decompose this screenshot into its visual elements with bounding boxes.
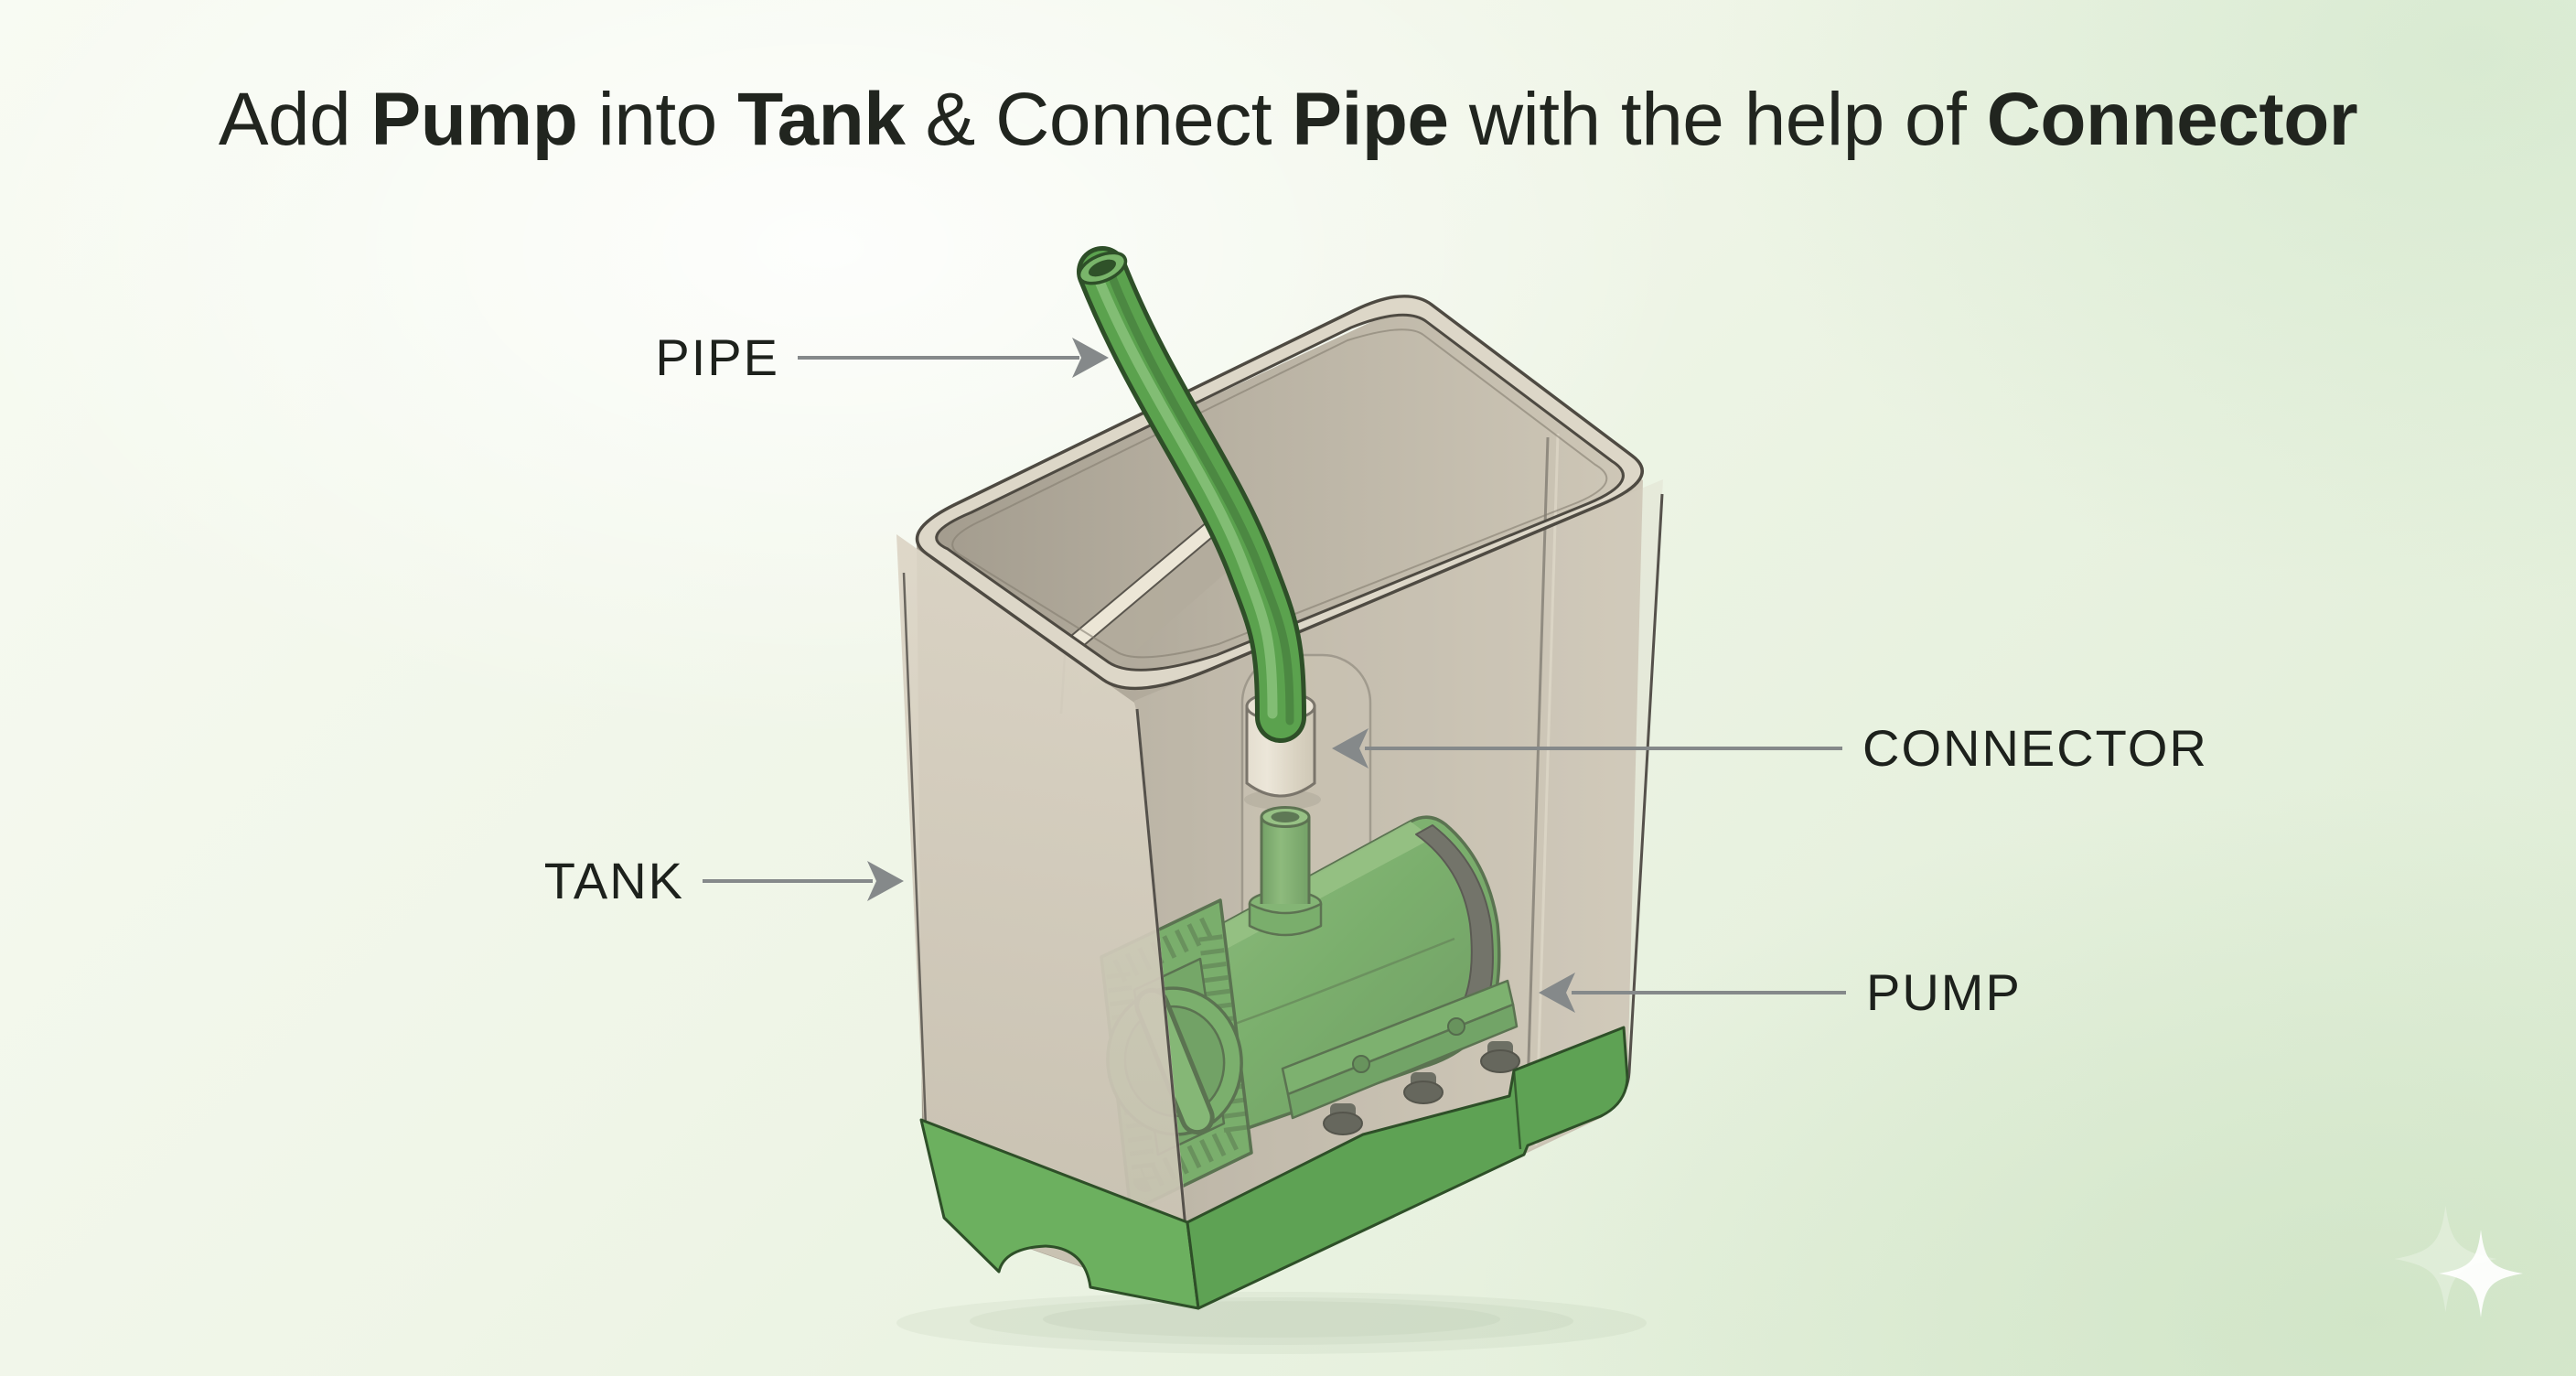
tank-illustration xyxy=(896,246,1664,1310)
arrow-tank xyxy=(703,861,904,901)
tank-rim xyxy=(915,295,1644,691)
tank-base-right-face xyxy=(1186,1026,1629,1310)
pump-mounting-bracket xyxy=(1281,979,1520,1135)
title-segment-bold: Pump xyxy=(370,78,578,161)
title-segment: Add xyxy=(218,78,371,161)
pump-outlet-nozzle xyxy=(1248,806,1323,937)
arrow-pump xyxy=(1539,973,1846,1013)
title-segment: into xyxy=(577,78,738,161)
title-segment: with the help of xyxy=(1448,78,1987,161)
label-pump: PUMP xyxy=(1866,963,2022,1021)
pipe-graphic xyxy=(1077,246,1306,743)
label-connector: CONNECTOR xyxy=(1862,719,2208,777)
tank-base-left-face xyxy=(919,1118,1200,1310)
title-segment-bold: Connector xyxy=(1986,78,2358,161)
title-segment-bold: Tank xyxy=(737,78,906,161)
tank-wall-left xyxy=(896,534,1195,1306)
sparkle-icon xyxy=(2394,1205,2523,1317)
callout-arrows xyxy=(703,338,1846,1013)
tank-base xyxy=(919,1026,1629,1310)
arrow-connector xyxy=(1332,728,1842,769)
title-segment: & Connect xyxy=(905,78,1293,161)
ground-shadow xyxy=(896,1292,1647,1354)
label-tank: TANK xyxy=(543,852,684,909)
title-segment-bold: Pipe xyxy=(1292,78,1449,161)
page-title: Add Pump into Tank & Connect Pipe with t… xyxy=(0,78,2576,161)
label-pipe: PIPE xyxy=(655,328,779,386)
pipe-open-end xyxy=(1077,251,1128,285)
arrow-pipe xyxy=(798,338,1109,378)
